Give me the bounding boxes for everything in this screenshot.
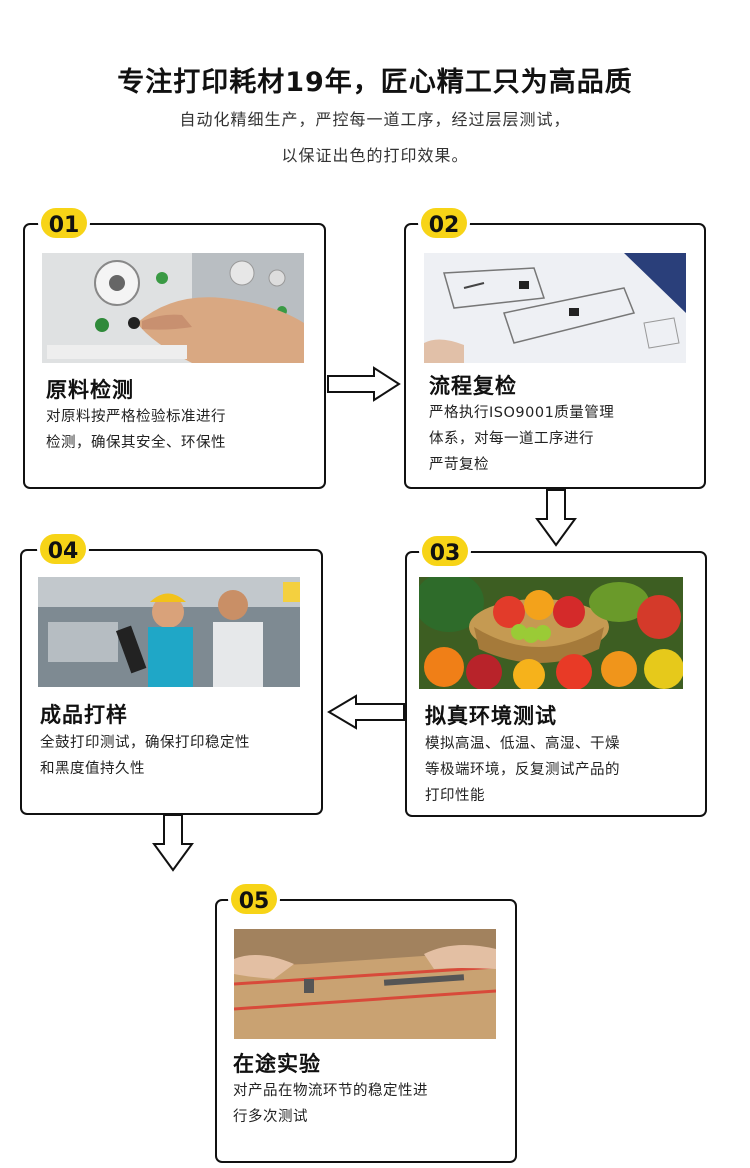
step-desc-02-line2: 体系，对每一道工序进行 xyxy=(429,431,594,447)
step-desc-05-line1: 对产品在物流环节的稳定性进 xyxy=(233,1083,428,1099)
step-badge-04: 04 xyxy=(37,531,89,567)
step-desc-04-line1: 全鼓打印测试，确保打印稳定性 xyxy=(40,735,250,751)
factory-workers-photo xyxy=(38,577,300,687)
step-desc-01-line1: 对原料按严格检验标准进行 xyxy=(46,409,226,425)
instruction-diagram-photo xyxy=(424,253,686,363)
step-desc-01-line2: 检测，确保其安全、环保性 xyxy=(46,435,226,451)
page-subtitle-line2: 以保证出色的打印效果。 xyxy=(281,146,469,165)
step-desc-04-line2: 和黑度值持久性 xyxy=(40,761,145,777)
step-title-01: 原料检测 xyxy=(46,378,134,402)
step-desc-03-line2: 等极端环境，反复测试产品的 xyxy=(425,762,620,778)
step-badge-02: 02 xyxy=(418,205,470,241)
step-desc-02-line1: 严格执行ISO9001质量管理 xyxy=(429,405,615,421)
step-desc-02-line3: 严苛复检 xyxy=(429,457,489,473)
step-title-04: 成品打样 xyxy=(40,703,128,727)
page-subtitle-line1: 自动化精细生产，严控每一道工序，经过层层测试， xyxy=(179,110,571,129)
arrow-down-icon xyxy=(535,489,577,547)
fruit-basket-photo xyxy=(419,577,683,689)
arrow-right-icon xyxy=(326,366,402,402)
step-title-03: 拟真环境测试 xyxy=(425,704,557,728)
page-title: 专注打印耗材19年，匠心精工只为高品质 xyxy=(117,67,633,98)
step-title-02: 流程复检 xyxy=(429,374,517,398)
step-desc-03-line1: 模拟高温、低温、高湿、干燥 xyxy=(425,736,620,752)
shipping-box-photo xyxy=(234,929,496,1039)
step-desc-03-line3: 打印性能 xyxy=(425,788,485,804)
step-badge-01: 01 xyxy=(38,205,90,241)
step-title-05: 在途实验 xyxy=(233,1052,321,1076)
arrow-down-icon-2 xyxy=(152,814,194,872)
step-badge-05: 05 xyxy=(228,881,280,917)
arrow-left-icon xyxy=(326,694,406,730)
step-badge-03: 03 xyxy=(419,533,471,569)
step-desc-05-line2: 行多次测试 xyxy=(233,1109,308,1125)
control-panel-hand-photo xyxy=(42,253,304,363)
